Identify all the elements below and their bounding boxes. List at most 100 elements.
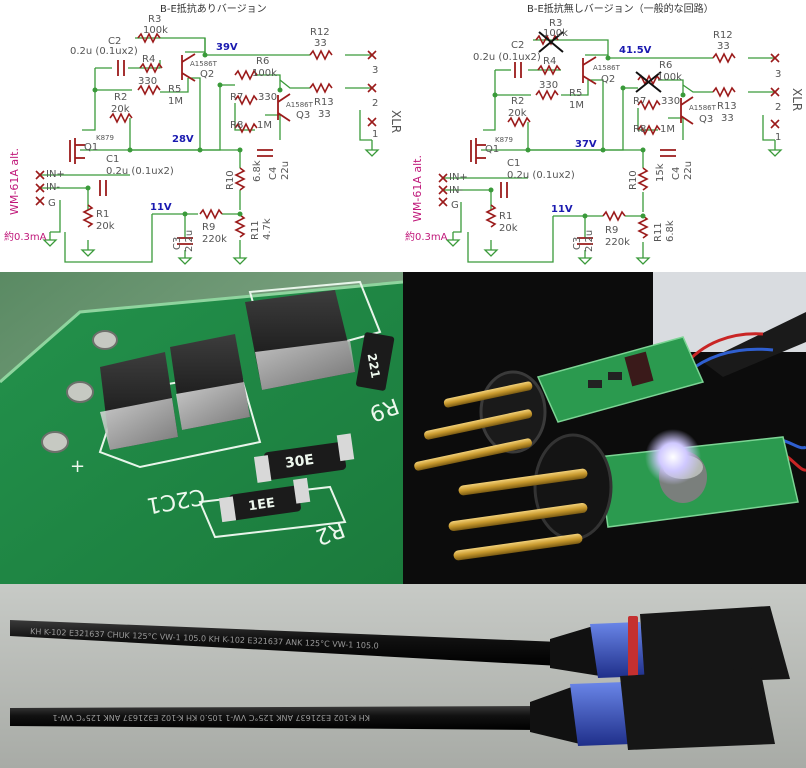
label-r1-val: 20k: [96, 221, 115, 232]
resistor-1ee: [218, 477, 311, 523]
label-q2-part: A1586T: [593, 64, 621, 72]
voltage-37v: 37V: [575, 139, 597, 150]
input-in-plus: IN+: [46, 169, 65, 180]
label-r1: R1: [499, 211, 512, 222]
label-r3-val: 100k: [143, 25, 168, 36]
label-q3: Q3: [699, 114, 713, 125]
label-c3: C3: [572, 237, 583, 250]
label-r9: R9: [605, 225, 618, 236]
label-r12-val: 33: [314, 38, 327, 49]
pcb-closeup-photo: 30E 1EE 221 C2C1 R9 R2 +: [0, 272, 403, 584]
label-c3-val: 2.2u: [584, 230, 595, 252]
resistor-30e: [253, 433, 355, 483]
label-r7-val: 330: [661, 96, 680, 107]
voltage-28v: 28V: [172, 134, 194, 145]
current-label: 約0.3mA: [4, 230, 47, 243]
resistor-221: [356, 332, 395, 391]
resistor-code-30e: 30E: [284, 452, 315, 472]
label-r7-val: 330: [258, 92, 277, 103]
schematic-title: B-E抵抗無しバージョン（一般的な回路）: [527, 2, 714, 15]
label-r2: R2: [511, 96, 524, 107]
label-r3: R3: [549, 18, 562, 29]
label-r13: R13: [717, 101, 737, 112]
label-c2: C2: [108, 36, 121, 47]
label-c2-val: 0.2u (0.1ux2): [473, 52, 541, 63]
input-in-plus: IN+: [449, 172, 468, 183]
pin-1: 1: [372, 129, 378, 140]
label-r2: R2: [114, 92, 127, 103]
label-r8: R8: [230, 120, 243, 131]
label-r4: R4: [142, 54, 155, 65]
xlr-connector-upper: [414, 370, 547, 471]
xlr-label: XLR: [389, 110, 403, 133]
label-c4-val: 22u: [280, 161, 291, 180]
resistor-code-221: 221: [365, 352, 383, 379]
label-c1: C1: [507, 158, 520, 169]
label-q1: Q1: [84, 142, 98, 153]
label-r7: R7: [230, 92, 243, 103]
label-r2-val: 20k: [111, 104, 130, 115]
input-in-minus: IN-: [46, 182, 60, 193]
pin-3: 3: [775, 69, 781, 80]
transistors: [470, 56, 694, 164]
label-c1-val: 0.2u (0.1ux2): [106, 166, 174, 177]
pcb-upper: [536, 336, 705, 423]
label-r10: R10: [225, 170, 236, 190]
pin-3: 3: [372, 65, 378, 76]
label-r6: R6: [256, 56, 269, 67]
terminal-icons: [35, 50, 377, 206]
schematic-left: B-E抵抗ありバージョン: [0, 0, 403, 272]
label-r5: R5: [569, 88, 582, 99]
label-c2-val: 0.2u (0.1ux2): [70, 46, 138, 57]
label-r4-val: 330: [138, 76, 157, 87]
resistor-code-1ee: 1EE: [247, 496, 276, 515]
label-q2-part: A1586T: [190, 60, 218, 68]
cables-photo: KH K-102 E321637 CHUK 125°C VW-1 105.0 K…: [0, 584, 806, 768]
label-r6-val: 100k: [657, 72, 682, 83]
label-c4: C4: [268, 167, 279, 180]
label-r11: R11: [653, 222, 664, 242]
xlr-label: XLR: [790, 88, 804, 111]
label-r9-val: 220k: [605, 237, 630, 248]
capacitors: [500, 62, 676, 245]
label-r3: R3: [148, 14, 161, 25]
label-r4-val: 330: [539, 80, 558, 91]
label-r9-val: 220k: [202, 234, 227, 245]
label-r2-val: 20k: [508, 108, 527, 119]
label-c4: C4: [671, 167, 682, 180]
label-r13-val: 33: [318, 109, 331, 120]
cable-2: KH K-102 E321637 ANK 125°C VW-1 105.0 KH…: [10, 668, 775, 750]
ground-icons: [445, 140, 783, 265]
label-r6-val: 100k: [252, 68, 277, 79]
label-r12: R12: [310, 27, 330, 38]
pcb-lower: [597, 429, 799, 528]
label-r11-val: 6.8k: [665, 220, 676, 242]
voltage-11v: 11V: [150, 202, 172, 213]
label-r11: R11: [250, 220, 261, 240]
label-r8-val: 1M: [257, 120, 272, 131]
label-r3-val: 100k: [543, 28, 568, 39]
removed-resistor-marks: [538, 31, 662, 93]
input-in-minus: IN-: [449, 185, 463, 196]
label-c2: C2: [511, 40, 524, 51]
terminal-icons: [438, 53, 780, 207]
transistors: [69, 53, 291, 164]
label-r12: R12: [713, 30, 733, 41]
cable-2-print: KH K-102 E321637 ANK 125°C VW-1 105.0 KH…: [53, 713, 370, 722]
label-r10: R10: [628, 170, 639, 190]
capacitor-c2: [100, 352, 178, 450]
schematic-title: B-E抵抗ありバージョン: [160, 2, 267, 15]
voltage-11v: 11V: [551, 204, 573, 215]
label-r12-val: 33: [717, 41, 730, 52]
silk-plus: +: [70, 456, 85, 477]
label-q3-part: A1586T: [689, 104, 717, 112]
label-q3: Q3: [296, 110, 310, 121]
pin-2: 2: [775, 102, 781, 113]
label-r5: R5: [168, 84, 181, 95]
label-r8: R8: [633, 124, 646, 135]
label-q1-part: K879: [96, 134, 114, 142]
voltage-39v: 39V: [216, 42, 238, 53]
label-c4-val: 22u: [683, 161, 694, 180]
label-r9: R9: [202, 222, 215, 233]
label-q2: Q2: [200, 69, 214, 80]
